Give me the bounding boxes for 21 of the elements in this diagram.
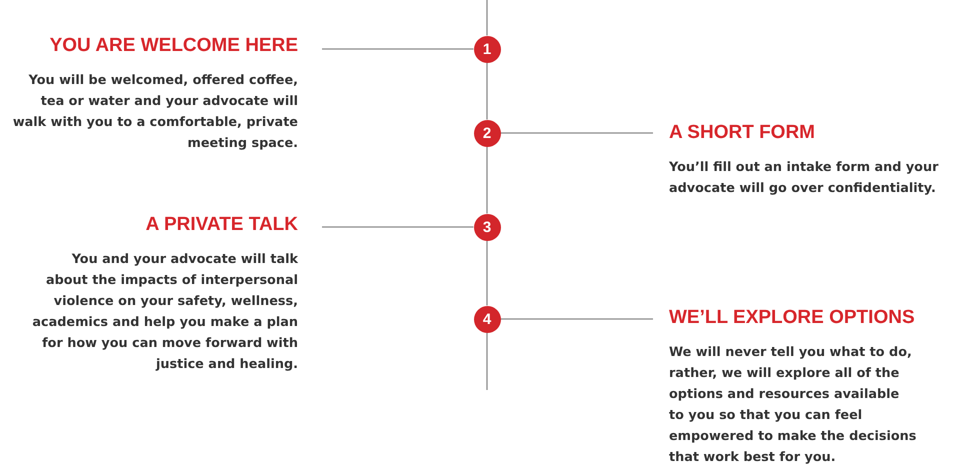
step-heading: WE’LL EXPLORE OPTIONS — [669, 307, 916, 329]
step-number-badge: 3 — [474, 214, 500, 240]
connector-line — [500, 132, 653, 134]
step-description: You will be welcomed, offered coffee, tea or water and your advocate will walk with you to a comfortable, private meeting space. — [12, 72, 298, 153]
step-heading: A PRIVATE TALK — [144, 214, 298, 236]
step-heading: A SHORT FORM — [669, 122, 816, 144]
step-description: You’ll fill out an intake form and your advocate will go over confidentiality. — [669, 159, 940, 198]
connector-line — [500, 318, 653, 320]
connector-line — [322, 226, 474, 228]
step-description: You and your advocate will talk about the impacts of interpersonal violence on your safety, wellness, academics and help you make a plan for how you can move forward with justice and healing. — [31, 251, 298, 374]
step-number-badge: 2 — [474, 120, 500, 146]
timeline-line — [486, 62, 488, 120]
timeline-line — [486, 146, 488, 214]
step-heading: YOU ARE WELCOME HERE — [48, 35, 298, 57]
timeline-line — [486, 0, 488, 36]
step-number-badge: 4 — [474, 306, 500, 332]
connector-line — [322, 48, 474, 50]
timeline-line — [486, 332, 488, 390]
timeline-line — [486, 240, 488, 306]
step-number-badge: 1 — [474, 36, 500, 62]
step-description: We will never tell you what to do, rather, we will explore all of the options and resources available to you so that you can feel empowered to make the decisions that work best for you. — [669, 344, 917, 467]
